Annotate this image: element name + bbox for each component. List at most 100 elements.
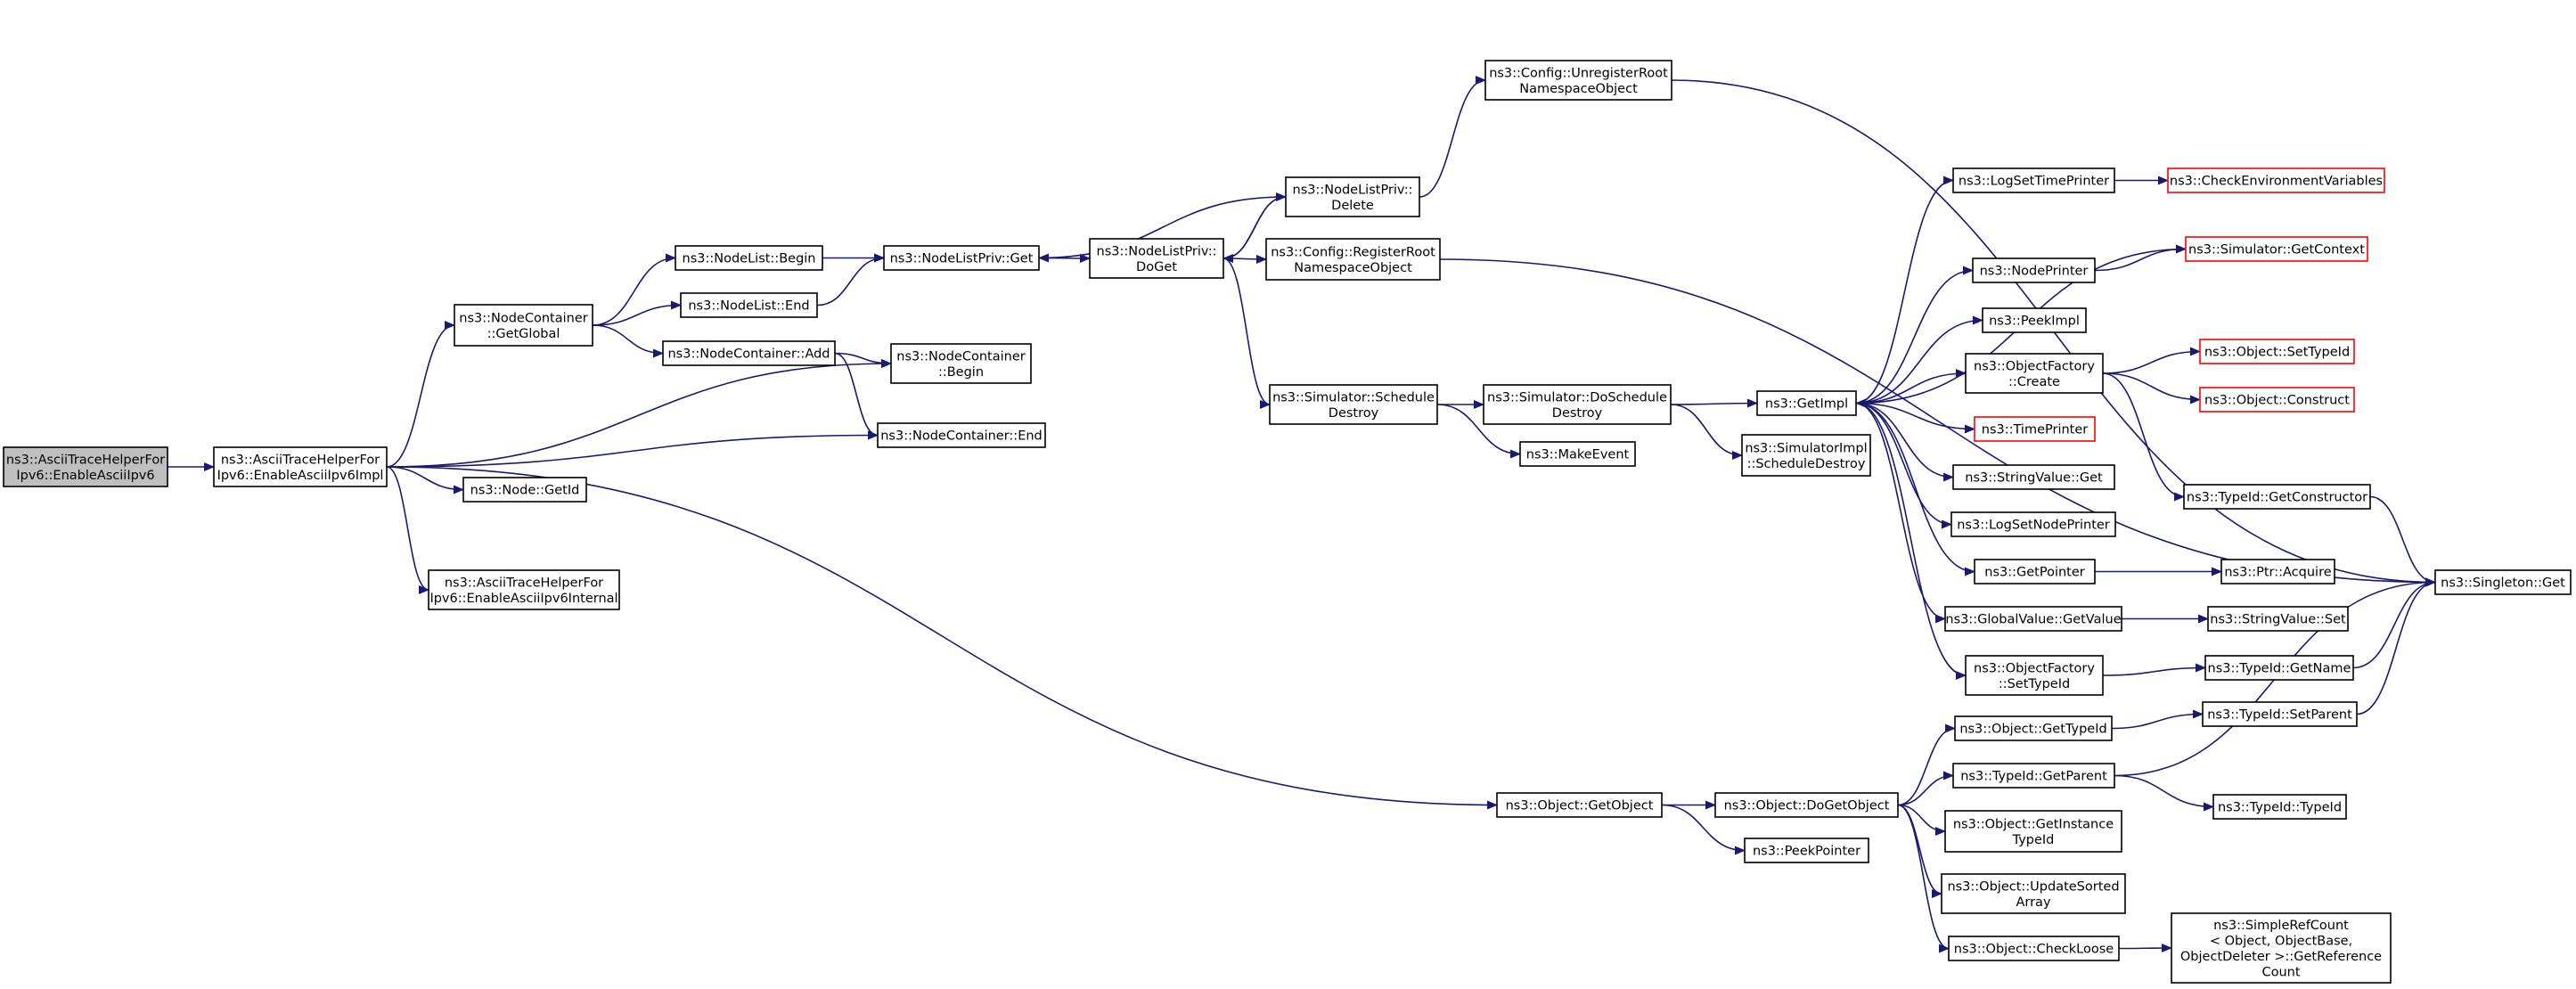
- node-ncBegin[interactable]: ns3::NodeContainer::Begin: [890, 343, 1032, 384]
- node-svGet[interactable]: ns3::StringValue::Get: [1952, 464, 2115, 490]
- node-box: [2183, 484, 2371, 510]
- node-label: ns3::ObjectFactory: [1974, 359, 2095, 373]
- node-objGetObject[interactable]: ns3::Object::GetObject: [1496, 792, 1663, 818]
- node-tidSetParent[interactable]: ns3::TypeId::SetParent: [2202, 701, 2358, 727]
- node-label: ns3::PeekImpl: [1989, 315, 2080, 329]
- edge-getImpl-to-gvGetValue: [1855, 402, 1946, 624]
- node-internal[interactable]: ns3::AsciiTraceHelperForIpv6::EnableAsci…: [428, 569, 620, 610]
- node-label: ns3::TypeId::GetConstructor: [2187, 491, 2367, 505]
- node-label: ::ScheduleDestroy: [1747, 457, 1866, 471]
- node-label: ns3::TimePrinter: [1982, 423, 2089, 437]
- node-box: [1952, 464, 2115, 490]
- node-label: ns3::NodeListPriv::Get: [890, 252, 1034, 266]
- node-gvGetValue[interactable]: ns3::GlobalValue::GetValue: [1944, 606, 2122, 632]
- node-box: [675, 245, 823, 271]
- edge-objGetTypeId-to-tidSetParent: [2111, 709, 2204, 730]
- node-root[interactable]: ns3::AsciiTraceHelperForIpv6::EnableAsci…: [3, 446, 168, 487]
- node-objConstruct[interactable]: ns3::Object::Construct: [2199, 387, 2355, 413]
- node-label: ns3::NodeContainer: [459, 311, 587, 325]
- node-label: ns3::AsciiTraceHelperFor: [221, 453, 380, 467]
- node-ofSetTypeId[interactable]: ns3::ObjectFactory::SetTypeId: [1965, 655, 2104, 696]
- node-label: Destroy: [1552, 406, 1603, 421]
- edge-getImpl-to-nodePrinter: [1855, 266, 1974, 405]
- node-tidGetParent[interactable]: ns3::TypeId::GetParent: [1952, 763, 2115, 789]
- node-objCheckLoose[interactable]: ns3::Object::CheckLoose: [1948, 936, 2120, 961]
- node-getImpl[interactable]: ns3::GetImpl: [1756, 390, 1857, 416]
- node-label: ns3::Ptr::Acquire: [2224, 566, 2331, 580]
- node-label: ns3::GetPointer: [1984, 566, 2085, 580]
- edge-ofCreate-to-objSetTypeId: [2102, 347, 2201, 374]
- node-ncEnd[interactable]: ns3::NodeContainer::End: [877, 422, 1046, 448]
- edge-getImpl-to-svGet: [1855, 402, 1954, 482]
- node-label: Destroy: [1329, 406, 1379, 421]
- node-label: ns3::Object::SetTypeId: [2204, 346, 2350, 360]
- node-box: [1954, 715, 2113, 741]
- node-label: ns3::LogSetTimePrinter: [1959, 175, 2109, 189]
- node-label: ns3::Object::DoGetObject: [1724, 799, 1890, 813]
- edge-impl-to-objGetObject: [386, 466, 1498, 810]
- edge-objDoGetObject-to-objCheckLoose: [1897, 804, 1950, 953]
- node-srcGetRef[interactable]: ns3::SimpleRefCount< Object, ObjectBase,…: [2171, 912, 2392, 984]
- node-label: ns3::NodeContainer::Add: [667, 347, 830, 362]
- edge-objDoGetObject-to-objGetTypeId: [1897, 723, 1956, 806]
- node-svSet[interactable]: ns3::StringValue::Set: [2207, 606, 2349, 632]
- node-nlBegin[interactable]: ns3::NodeList::Begin: [675, 245, 823, 271]
- node-nlpGet[interactable]: ns3::NodeListPriv::Get: [883, 245, 1040, 271]
- node-box: [428, 569, 620, 610]
- node-cfgUnreg[interactable]: ns3::Config::UnregisterRootNamespaceObje…: [1484, 60, 1672, 101]
- node-label: NamespaceObject: [1519, 82, 1638, 96]
- node-label: ns3::NodeListPriv::: [1097, 244, 1217, 258]
- node-checkEnv[interactable]: ns3::CheckEnvironmentVariables: [2167, 168, 2385, 193]
- node-nlpDelete[interactable]: ns3::NodeListPriv::Delete: [1285, 176, 1420, 217]
- node-label: ns3::Simulator::GetContext: [2188, 243, 2365, 257]
- node-label: ns3::Config::UnregisterRoot: [1489, 66, 1668, 80]
- node-nodePrinter[interactable]: ns3::NodePrinter: [1972, 257, 2096, 283]
- node-simImplSched[interactable]: ns3::SimulatorImpl::ScheduleDestroy: [1741, 434, 1871, 477]
- node-peekImpl[interactable]: ns3::PeekImpl: [1982, 307, 2087, 333]
- node-makeEvent[interactable]: ns3::MakeEvent: [1519, 441, 1636, 467]
- node-box: [1952, 168, 2115, 193]
- edge-simDoSched-to-simImplSched: [1670, 404, 1743, 460]
- node-label: Count: [2261, 965, 2300, 979]
- edge-impl-to-nodeGetId: [386, 466, 464, 494]
- node-nlEnd[interactable]: ns3::NodeList::End: [680, 292, 818, 318]
- node-label: ns3::Object::CheckLoose: [1954, 943, 2114, 957]
- node-logSetNP[interactable]: ns3::LogSetNodePrinter: [1950, 511, 2116, 537]
- node-ncAdd[interactable]: ns3::NodeContainer::Add: [662, 340, 836, 366]
- node-tidGetName[interactable]: ns3::TypeId::GetName: [2204, 655, 2354, 681]
- node-ofCreate[interactable]: ns3::ObjectFactory::Create: [1965, 353, 2104, 394]
- node-box: [1269, 384, 1438, 425]
- node-label: ns3::NodeList::End: [688, 299, 809, 314]
- node-box: [2202, 701, 2358, 727]
- node-tidGetCtor[interactable]: ns3::TypeId::GetConstructor: [2183, 484, 2371, 510]
- node-objDoGetObject[interactable]: ns3::Object::DoGetObject: [1714, 792, 1899, 818]
- node-nodeGetId[interactable]: ns3::Node::GetId: [462, 477, 587, 503]
- node-singleton[interactable]: ns3::Singleton::Get: [2434, 569, 2572, 595]
- node-box: [2185, 236, 2368, 262]
- node-label: ns3::Object::UpdateSorted: [1947, 879, 2119, 894]
- node-peekPointer[interactable]: ns3::PeekPointer: [1744, 838, 1869, 863]
- node-objSetTypeId[interactable]: ns3::Object::SetTypeId: [2199, 339, 2355, 364]
- node-getPointer[interactable]: ns3::GetPointer: [1974, 559, 2096, 584]
- node-timePrinter[interactable]: ns3::TimePrinter: [1974, 416, 2096, 442]
- node-label: ns3::Simulator::Schedule: [1272, 390, 1435, 405]
- node-label: ns3::AsciiTraceHelperFor: [6, 453, 165, 467]
- node-ncGetGlobal[interactable]: ns3::NodeContainer::GetGlobal: [454, 304, 593, 347]
- node-nlpDoGet[interactable]: ns3::NodeListPriv::DoGet: [1089, 238, 1224, 279]
- node-impl[interactable]: ns3::AsciiTraceHelperForIpv6::EnableAsci…: [213, 446, 388, 487]
- node-simGetCtx[interactable]: ns3::Simulator::GetContext: [2185, 236, 2368, 262]
- edge-nlpDoGet-to-cfgReg: [1223, 254, 1267, 264]
- node-box: [1950, 511, 2116, 537]
- node-label: ::Begin: [938, 365, 984, 380]
- node-simSched[interactable]: ns3::Simulator::ScheduleDestroy: [1269, 384, 1438, 425]
- node-ptrAcquire[interactable]: ns3::Ptr::Acquire: [2220, 559, 2335, 584]
- node-tidTypeId[interactable]: ns3::TypeId::TypeId: [2212, 794, 2347, 820]
- node-objGetTypeId[interactable]: ns3::Object::GetTypeId: [1954, 715, 2113, 741]
- node-logSetTP[interactable]: ns3::LogSetTimePrinter: [1952, 168, 2115, 193]
- node-label: ns3::NodeListPriv::: [1293, 183, 1413, 197]
- node-label: Ipv6::EnableAsciiIpv6: [16, 469, 154, 483]
